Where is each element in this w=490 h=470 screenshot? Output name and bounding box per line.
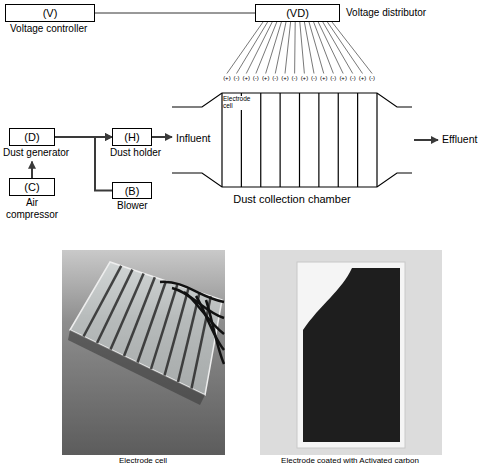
equipment-box: (V) Voltage controller (5, 4, 95, 35)
distribution-wire (300, 22, 305, 74)
box-shadow (68, 330, 205, 405)
chamber-wall (172, 93, 412, 187)
photo-background (62, 250, 225, 455)
distribution-wire (304, 22, 314, 74)
electrode-plate (260, 93, 261, 187)
photo-caption: Electrode coated with Activated carbon (281, 457, 419, 466)
box-outline: (VD) (255, 4, 340, 22)
box-label: (VD) (286, 7, 309, 19)
flow-connector (95, 13, 255, 14)
box-label: (B) (125, 185, 140, 197)
box-caption: Voltage distributor (346, 7, 426, 19)
box-label: (D) (24, 131, 39, 143)
equipment-box: (D) Dust generator (3, 128, 69, 159)
distribution-wire (227, 22, 263, 74)
equipment-box: (B) Blower (112, 182, 152, 212)
polarity-mark: (-) (330, 75, 336, 82)
polarity-mark: (+) (262, 75, 270, 82)
collection-chamber: Electrode cellInfluentDust collection ch… (172, 85, 412, 210)
flow-connector (95, 137, 112, 191)
box-caption: Dust generator (3, 147, 69, 159)
inlet-label: Influent (176, 133, 210, 145)
distribution-wire (318, 22, 343, 74)
distribution-wire (275, 22, 286, 74)
distribution-wire (332, 22, 372, 74)
polarity-mark: (-) (272, 75, 278, 82)
box-caption: Air compressor (3, 197, 61, 220)
box-caption: Dust holder (110, 147, 161, 159)
distribution-wire (294, 22, 296, 74)
polarity-mark: (+) (359, 75, 367, 82)
polarity-mark: (-) (369, 75, 375, 82)
electrode-wires (160, 282, 224, 364)
polarity-mark: (-) (311, 75, 317, 82)
polarity-mark: (-) (350, 75, 356, 82)
electrode-frame (297, 262, 405, 448)
flow-connector (152, 136, 172, 138)
electrode-plate (280, 93, 281, 187)
box-outline: (H) (112, 128, 152, 146)
box-outline: (V) (5, 4, 95, 22)
distribution-wire (327, 22, 362, 74)
cell-label: Electrode cell (223, 96, 250, 110)
polarity-mark: (+) (339, 75, 347, 82)
electrode-plate (357, 93, 358, 187)
outlet-label: Effluent (442, 134, 477, 146)
flow-connector (31, 162, 33, 179)
box-outline: (C) (9, 178, 55, 196)
box-label: (V) (43, 7, 58, 19)
polarity-mark: (+) (320, 75, 328, 82)
polarity-mark: (+) (243, 75, 251, 82)
electrode-plate (318, 93, 319, 187)
equipment-box: (VD) Voltage distributor (255, 4, 426, 22)
photo-caption: Electrode cell (119, 457, 167, 466)
chamber-caption: Dust collection chamber (172, 193, 412, 205)
electrode-plate (299, 93, 300, 187)
polarity-mark: (+) (301, 75, 309, 82)
box-outline: (D) (9, 128, 55, 146)
polarity-mark: (+) (223, 75, 231, 82)
box-outline: (B) (112, 182, 152, 199)
equipment-box: (H) Dust holder (110, 128, 161, 159)
distribution-wire (266, 22, 282, 74)
box-caption: Blower (117, 200, 148, 212)
carbon-coated-electrode (303, 268, 400, 442)
distribution-wire (236, 22, 267, 74)
distribution-wire (285, 22, 291, 74)
box-caption: Voltage controller (10, 23, 87, 35)
equipment-box: (C) Air compressor (3, 178, 61, 220)
polarity-mark: (-) (253, 75, 259, 82)
electrode-plate (376, 93, 377, 187)
box-label: (C) (24, 181, 39, 193)
outlet-arrow (414, 139, 438, 141)
polarity-mark: (+) (281, 75, 289, 82)
polarity-mark: (-) (233, 75, 239, 82)
electrode-plate (338, 93, 339, 187)
chamber-outline (172, 85, 412, 210)
polarity-mark: (-) (292, 75, 298, 82)
photo-background (260, 250, 442, 455)
box-label: (H) (124, 131, 139, 143)
